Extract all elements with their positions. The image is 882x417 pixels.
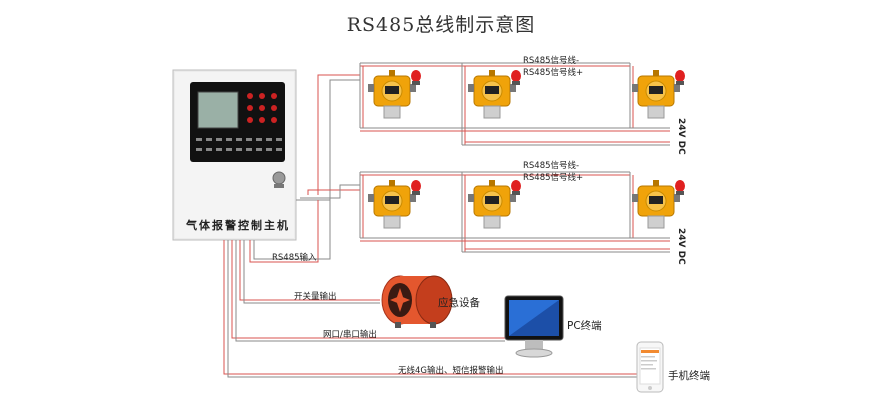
detector-row2-3: [631, 179, 686, 229]
switch-output-label: 开关量输出: [294, 292, 337, 302]
emergency-fan-icon: [381, 275, 453, 328]
cabinet-lock-icon: [272, 171, 286, 185]
wireless-output-label: 无线4G输出、短信报警输出: [398, 366, 504, 376]
row2-rs485-minus-label: RS485信号线-: [523, 161, 580, 171]
pc-terminal-label: PC终端: [567, 320, 602, 332]
row2-rs485-plus-label: RS485信号线+: [523, 173, 584, 183]
detector-row1-2: [467, 69, 522, 119]
detector-row2-2: [467, 179, 522, 229]
row1-rs485-minus-label: RS485信号线-: [523, 56, 580, 66]
rs485-input-wire: [249, 200, 331, 263]
lcd-screen: [197, 91, 239, 129]
emergency-device-label: 应急设备: [438, 297, 480, 309]
keypad: [196, 138, 282, 151]
detector-row1-1: [367, 69, 422, 119]
diagram-title: RS485总线制示意图: [346, 14, 536, 36]
detector-row1-3: [631, 69, 686, 119]
output-wires: [223, 240, 640, 378]
phone-icon: [636, 341, 664, 393]
rs485-input-label: RS485输入: [272, 253, 317, 263]
row1-rs485-plus-label: RS485信号线+: [523, 68, 584, 78]
bus-row-2-wires: [300, 171, 670, 253]
row1-power-label: 24V DC: [676, 118, 686, 155]
controller-label: 气体报警控制主机: [186, 219, 290, 232]
bus-row-1-wires: [296, 62, 670, 201]
network-output-label: 网口/串口输出: [323, 330, 377, 340]
phone-terminal-label: 手机终端: [668, 370, 710, 382]
detector-row2-1: [367, 179, 422, 229]
row2-power-label: 24V DC: [676, 228, 686, 265]
controller-cabinet: [172, 69, 297, 241]
pc-monitor-icon: [504, 295, 564, 358]
indicator-buttons: [247, 93, 277, 123]
